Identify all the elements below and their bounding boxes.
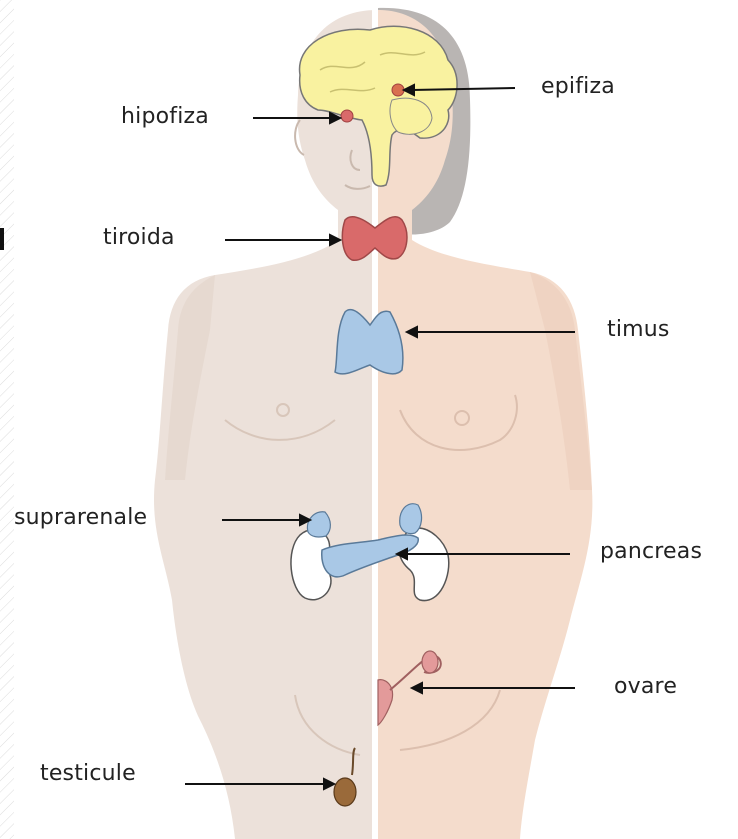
label-epifiza: epifiza [541,74,615,99]
left-edge-mark [0,228,4,250]
ovary-gland [422,651,438,673]
label-ovare: ovare [614,674,677,699]
testis-gland [334,778,356,806]
hypophysis-gland [341,110,353,122]
left-hatched-border [0,0,14,839]
label-suprarenale: suprarenale [14,505,147,530]
label-testicule: testicule [40,761,136,786]
label-tiroida: tiroida [103,225,175,250]
label-pancreas: pancreas [600,539,702,564]
label-timus: timus [607,317,670,342]
label-hipofiza: hipofiza [121,104,209,129]
